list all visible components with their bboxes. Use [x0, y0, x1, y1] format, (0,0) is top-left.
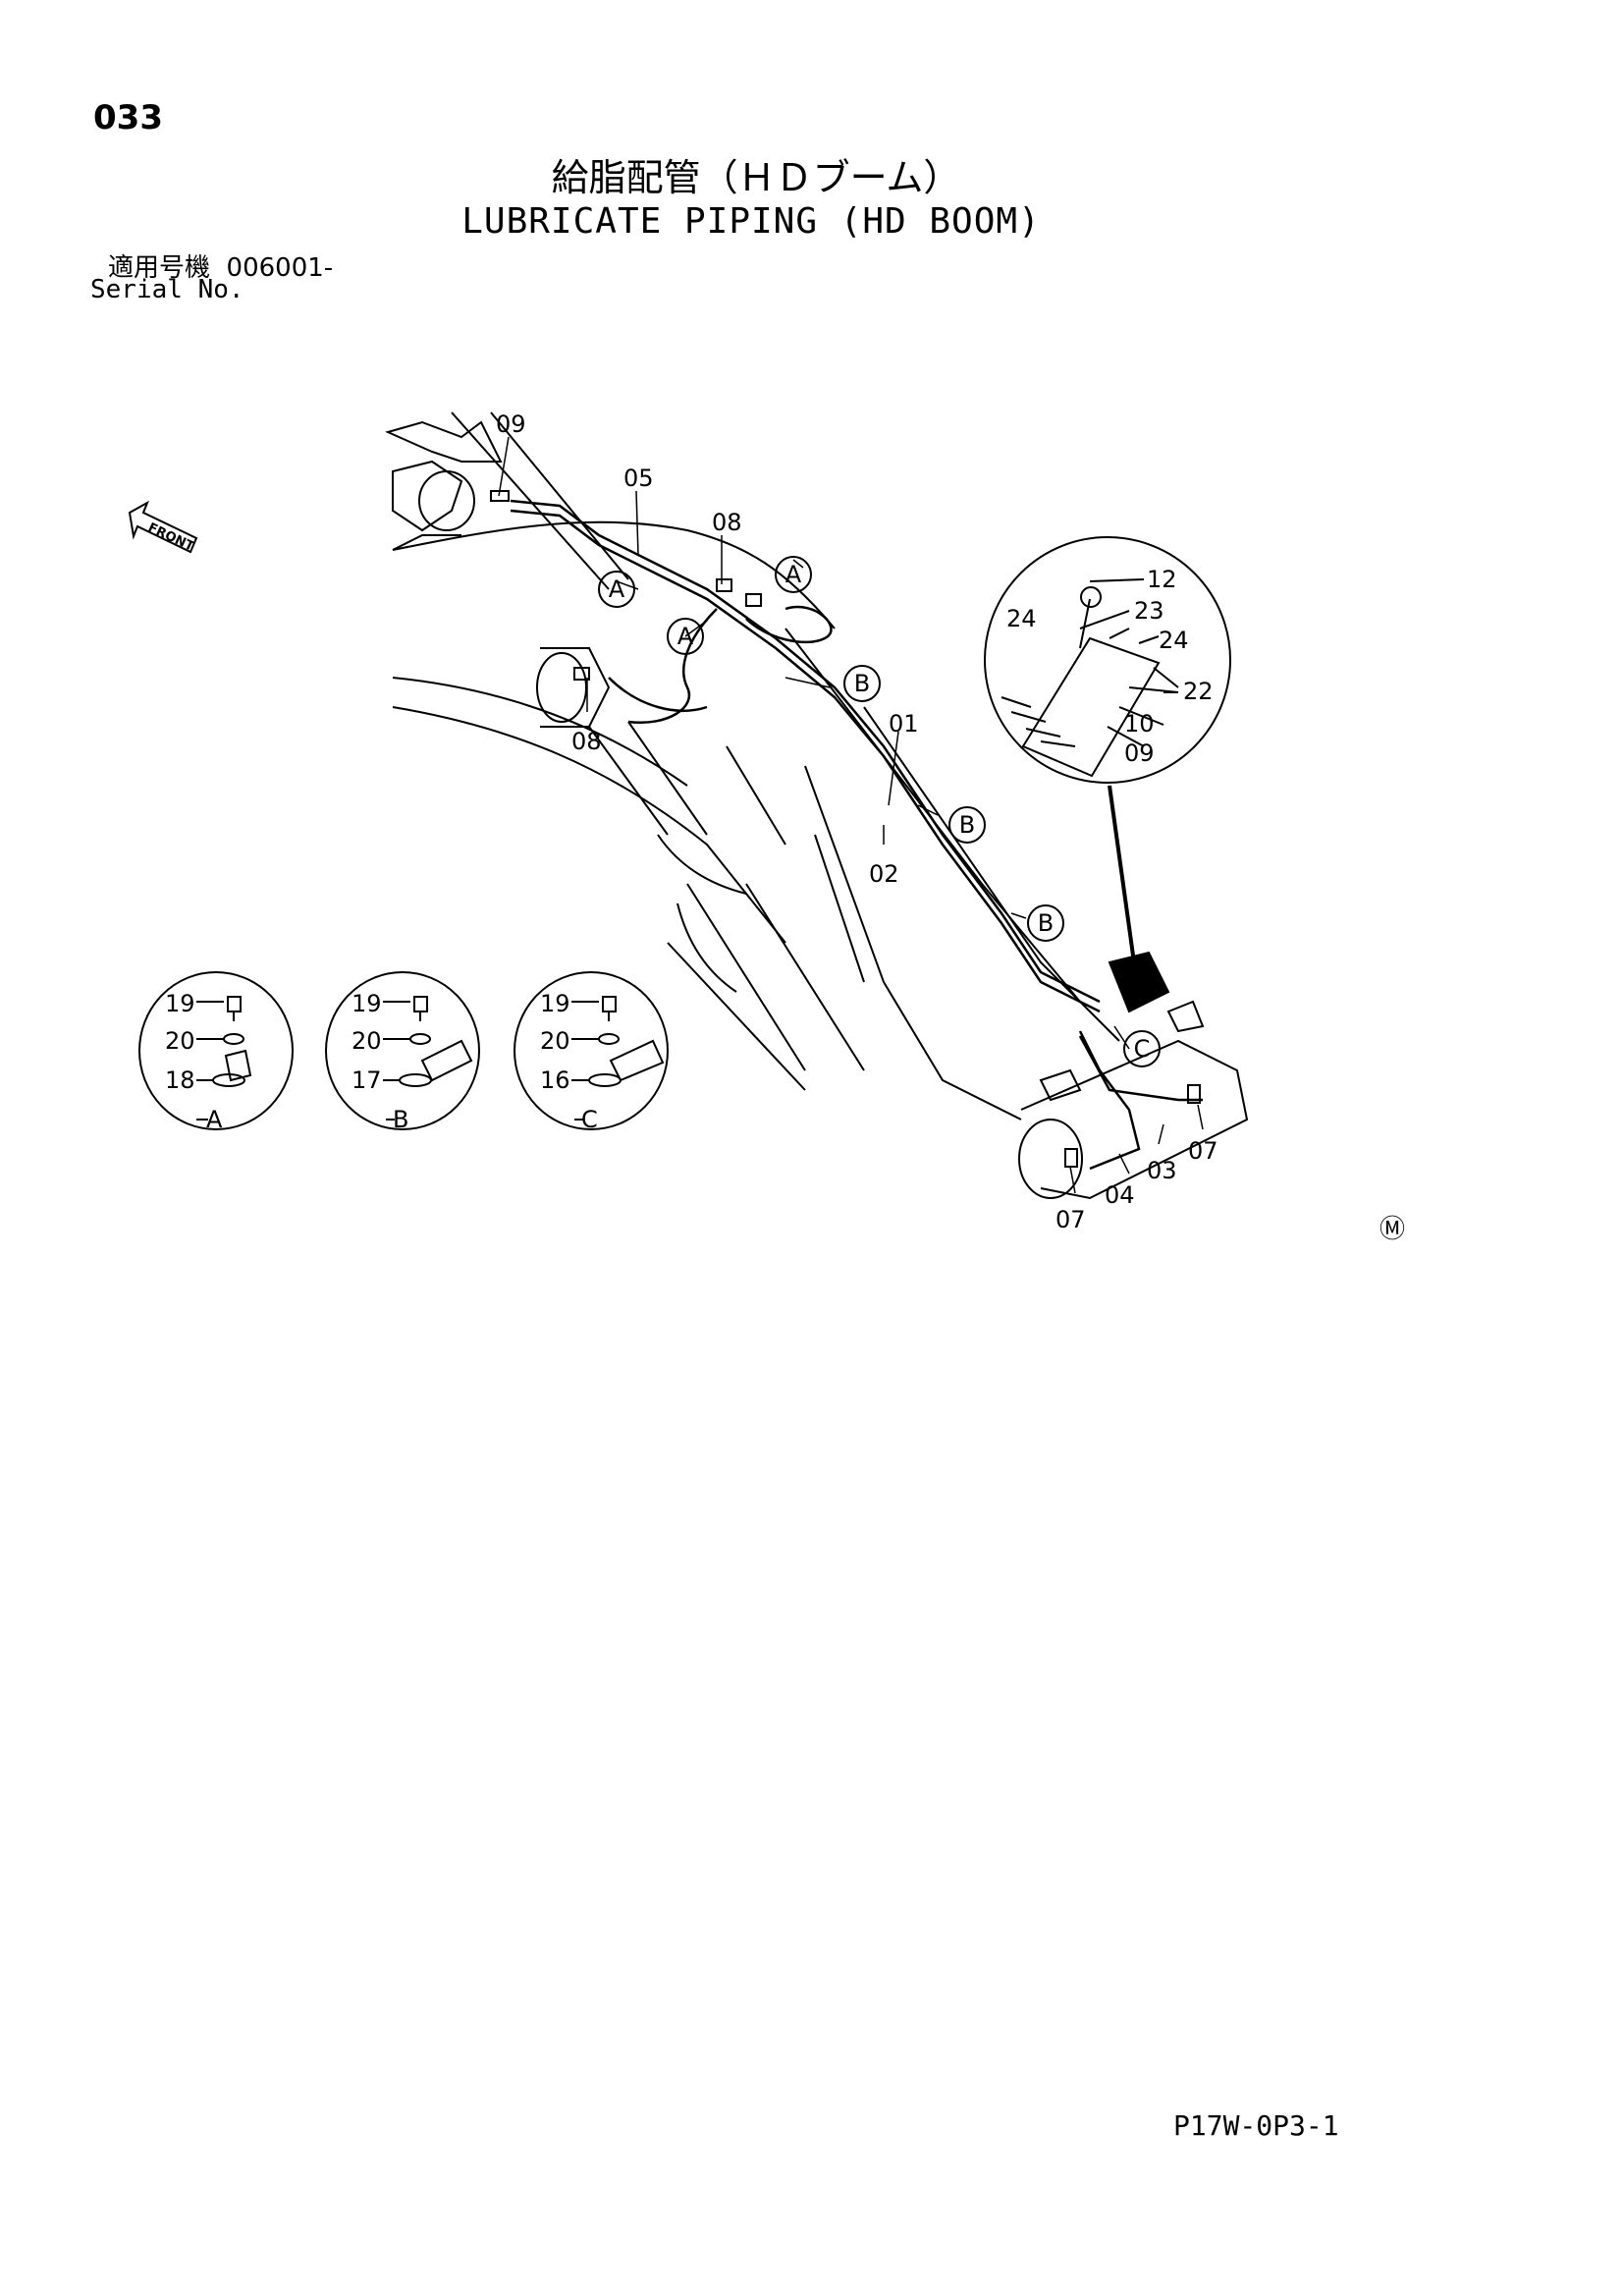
detail-a-part-1: 19	[165, 990, 195, 1017]
detail-view-distribution	[984, 536, 1231, 963]
callout-b-1: B	[854, 670, 870, 697]
label-07-right: 07	[1188, 1137, 1218, 1165]
callout-a-3: A	[785, 561, 802, 588]
label-03: 03	[1147, 1157, 1177, 1184]
label-04: 04	[1105, 1181, 1135, 1209]
detail-circle-b	[325, 971, 480, 1130]
footer-code: P17W-0P3-1	[1173, 2109, 1339, 2142]
label-24-left: 24	[1006, 605, 1037, 632]
part-number-labels: 09 05 08 08 01 02 03 04 07 07 12 23 24 2…	[496, 410, 1218, 1233]
detail-b-part-1: 19	[352, 990, 382, 1017]
boom-cylinder	[536, 647, 865, 1091]
label-07-left: 07	[1055, 1206, 1086, 1233]
callout-a-1: A	[609, 575, 625, 603]
boom-main-side	[726, 628, 1120, 1121]
serial-label-english: Serial No.	[90, 275, 244, 304]
page-number: 033	[93, 98, 163, 137]
callout-c-1: C	[1134, 1035, 1151, 1063]
title-english: LUBRICATE PIPING (HD BOOM)	[461, 201, 1041, 242]
label-08-bottom: 08	[571, 728, 602, 755]
label-01: 01	[889, 710, 919, 738]
fittings	[490, 490, 1201, 1168]
detail-c-part-1: 19	[540, 990, 570, 1017]
label-22: 22	[1183, 678, 1214, 705]
grease-pipes	[510, 499, 1203, 1171]
label-09: 09	[496, 410, 526, 438]
serial-value: 006001-	[226, 253, 334, 283]
detail-c-name: C	[581, 1106, 598, 1133]
distribution-block	[1108, 951, 1170, 1013]
detail-c-part-3: 16	[540, 1066, 570, 1094]
label-09-detail: 09	[1124, 739, 1155, 767]
detail-b-part-3: 17	[352, 1066, 382, 1094]
title-japanese: 給脂配管（ＨＤブーム）	[551, 156, 961, 199]
detail-b-part-2: 20	[352, 1027, 382, 1055]
label-12: 12	[1147, 566, 1177, 593]
front-arrow-icon: FRONT	[128, 500, 198, 555]
label-23: 23	[1134, 597, 1164, 625]
callout-letters: A A A B B B C	[609, 561, 1151, 1063]
leader-lines	[498, 436, 1204, 1194]
label-24-right: 24	[1159, 627, 1189, 654]
detail-circle-a	[138, 971, 294, 1130]
callout-circles	[598, 556, 1161, 1067]
label-02: 02	[869, 860, 899, 888]
detail-c-part-2: 20	[540, 1027, 570, 1055]
detail-a-name: A	[206, 1106, 223, 1133]
label-10: 10	[1124, 710, 1155, 738]
detail-b-name: B	[393, 1106, 408, 1133]
detail-a-part-2: 20	[165, 1027, 195, 1055]
boom-upper-body	[385, 411, 836, 944]
callout-a-2: A	[677, 623, 694, 650]
callout-b-2: B	[959, 811, 975, 839]
detail-circle-c	[514, 971, 669, 1130]
marker-m-icon: Ⓜ	[1380, 1215, 1405, 1244]
serial-label-jp-text: 適用号機	[108, 253, 211, 283]
detail-labels: 19 20 18 A 19 20 17 B 19 20 16 C	[165, 990, 598, 1133]
callout-b-3: B	[1038, 909, 1054, 937]
label-08-top: 08	[712, 509, 742, 536]
label-05: 05	[623, 465, 654, 492]
serial-label-japanese: 適用号機 006001-	[108, 247, 333, 284]
boom-pivot-end	[1018, 1000, 1249, 1200]
detail-a-part-3: 18	[165, 1066, 195, 1094]
